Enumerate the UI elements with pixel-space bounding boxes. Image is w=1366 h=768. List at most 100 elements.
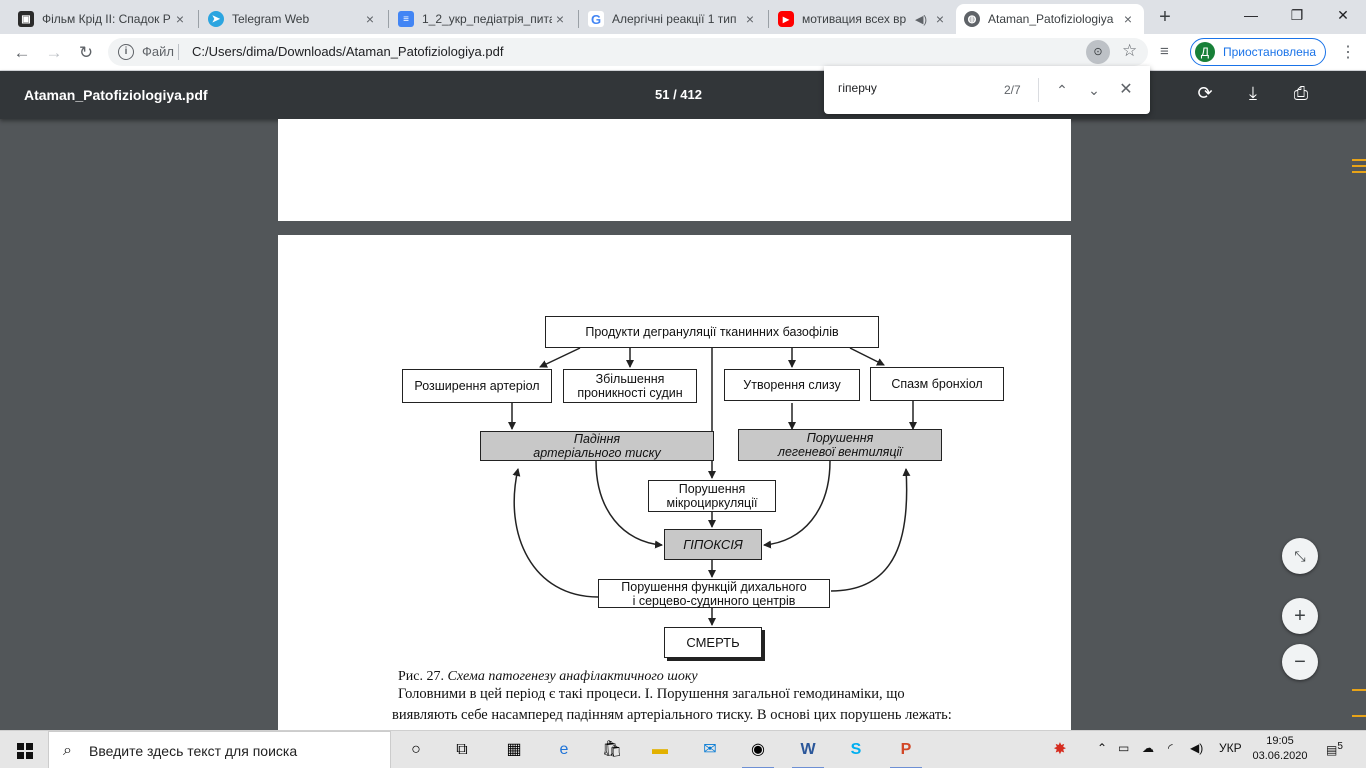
taskbar-search[interactable]: ⌕ Введите здесь текст для поиска (48, 731, 391, 768)
zoom-icon[interactable]: ⊙ (1086, 40, 1110, 64)
permeability-box: Збільшення проникності судин (563, 369, 697, 403)
tab-label: Telegram Web (232, 12, 310, 26)
search-icon: ⌕ (63, 742, 72, 759)
edge-icon[interactable]: e (559, 741, 569, 758)
tab-separator (388, 10, 389, 28)
profile-button[interactable]: Д Приостановлена (1190, 38, 1326, 66)
reload-button[interactable]: ↻ (78, 43, 94, 62)
close-icon[interactable]: × (1123, 11, 1133, 27)
tab-label: мотивация всех вр (802, 12, 907, 26)
minimize-button[interactable]: — (1244, 7, 1258, 23)
show-hidden-icons[interactable]: ⌃ (1097, 741, 1108, 755)
zoom-out-button[interactable]: − (1282, 644, 1318, 680)
find-count: 2/7 (1004, 83, 1021, 97)
download-icon[interactable]: ⤓ (1249, 83, 1257, 103)
start-button[interactable] (0, 731, 48, 768)
page-indicator[interactable]: 51 / 412 (655, 87, 702, 102)
tab-pdf-active[interactable]: ◍ Ataman_Patofiziologiya × (956, 4, 1144, 34)
tab-label: Алергічні реакції 1 тип (612, 12, 737, 26)
body-text-line: Головними в цей період є такі процеси. І… (398, 686, 905, 702)
tab-separator (768, 10, 769, 28)
url-text[interactable]: C:/Users/dima/Downloads/Ataman_Patofizio… (192, 44, 504, 59)
speaker-icon[interactable]: ◀) (914, 13, 928, 26)
mail-icon[interactable]: ✉ (703, 741, 717, 758)
volume-icon[interactable]: ◀) (1190, 741, 1204, 755)
store-icon[interactable]: 🛍 (601, 741, 623, 758)
hypoxia-box: ГІПОКСІЯ (664, 529, 762, 560)
close-icon[interactable]: × (745, 11, 755, 27)
clock-date: 03.06.2020 (1252, 750, 1308, 762)
onedrive-icon[interactable]: ☁ (1142, 741, 1154, 755)
reading-list-icon[interactable]: ≡ (1160, 43, 1169, 60)
tab-docs[interactable]: ≡ 1_2_укр_педіатрія_пита × (390, 4, 576, 34)
docs-icon: ≡ (398, 11, 414, 27)
tab-telegram[interactable]: ➤ Telegram Web × (200, 4, 386, 34)
tab-film[interactable]: ▣ Фільм Крід II: Спадок Р × (10, 4, 196, 34)
find-previous-button[interactable]: ⌃ (1056, 82, 1068, 98)
battery-icon[interactable]: ▭ (1118, 741, 1130, 755)
find-match-marker (1352, 689, 1366, 691)
box-line: артеріального тиску (533, 446, 661, 460)
skype-icon[interactable]: S (850, 741, 862, 758)
box-line: легеневої вентиляції (777, 445, 903, 459)
caption-title: Схема патогенезу анафілактичного шоку (447, 669, 698, 684)
close-icon[interactable]: × (365, 11, 375, 27)
close-icon[interactable]: × (935, 11, 945, 27)
address-bar[interactable]: i Файл C:/Users/dima/Downloads/Ataman_Pa… (108, 38, 1148, 66)
search-placeholder: Введите здесь текст для поиска (89, 743, 298, 759)
box-line: Порушення (806, 431, 874, 445)
bronchospasm-box: Спазм бронхіол (870, 367, 1004, 401)
windows-icon (17, 743, 33, 759)
tab-youtube[interactable]: ▶ мотивация всех вр ◀) × (770, 4, 956, 34)
google-icon: G (588, 11, 604, 27)
cortana-icon[interactable]: ○ (411, 741, 421, 758)
tab-strip: ▣ Фільм Крід II: Спадок Р × ➤ Telegram W… (0, 0, 1366, 34)
find-input[interactable] (838, 81, 998, 95)
language-indicator[interactable]: УКР (1219, 741, 1242, 755)
close-window-button[interactable]: ✕ (1337, 7, 1349, 23)
tab-separator (578, 10, 579, 28)
scheme-label: Файл (142, 44, 174, 59)
rotate-icon[interactable]: ⟳ (1197, 83, 1213, 103)
close-icon[interactable]: × (175, 11, 185, 27)
clock-time: 19:05 (1266, 735, 1294, 747)
find-match-marker (1352, 715, 1366, 717)
diagram-arrows (508, 347, 917, 626)
tab-label: Фільм Крід II: Спадок Р (42, 12, 171, 26)
print-icon[interactable]: ⎙ (1293, 83, 1309, 103)
back-button[interactable]: ← (13, 43, 31, 62)
zoom-in-button[interactable]: + (1282, 598, 1318, 634)
tab-google[interactable]: G Алергічні реакції 1 тип × (580, 4, 766, 34)
wifi-icon[interactable]: ◜ (1168, 741, 1173, 755)
find-bar: 2/7 ⌃ ⌄ ✕ (824, 66, 1150, 114)
fit-page-button[interactable]: ⤡ (1282, 538, 1318, 574)
pdf-filename: Ataman_Patofiziologiya.pdf (24, 87, 208, 103)
antivirus-icon[interactable]: ✸ (1053, 741, 1067, 758)
globe-icon: ◍ (964, 11, 980, 27)
close-icon[interactable]: × (555, 11, 565, 27)
center-dysfunction-box: Порушення функцій дихального і серцево-с… (598, 579, 830, 608)
system-clock[interactable]: 19:05 03.06.2020 (1252, 734, 1308, 764)
info-icon[interactable]: i (118, 44, 134, 60)
star-icon[interactable]: ☆ (1122, 41, 1138, 60)
pathogenesis-diagram: Продукти дегрануляції тканинних базофілі… (278, 235, 1071, 730)
new-tab-button[interactable]: + (1159, 6, 1171, 28)
scrollbar[interactable] (1352, 119, 1366, 730)
menu-icon[interactable]: ⋮ (1340, 44, 1356, 61)
forward-button[interactable]: → (45, 43, 63, 62)
find-close-button[interactable]: ✕ (1119, 81, 1133, 98)
notifications-icon[interactable]: ▤5 (1326, 741, 1343, 757)
word-icon[interactable]: W (788, 735, 828, 768)
find-next-button[interactable]: ⌄ (1088, 82, 1100, 98)
box-line: і серцево-судинного центрів (632, 593, 796, 608)
task-view-icon[interactable]: ⧉ (456, 741, 468, 758)
tab-label: Ataman_Patofiziologiya (988, 12, 1114, 26)
browser-toolbar: ← → ↻ i Файл C:/Users/dima/Downloads/Ata… (0, 34, 1366, 71)
arteriole-dilation-box: Розширення артеріол (402, 369, 552, 403)
file-explorer-icon[interactable]: ▬ (652, 741, 668, 758)
chrome-icon[interactable]: ◉ (738, 735, 778, 768)
powerpoint-icon[interactable]: P (886, 735, 926, 768)
calculator-icon[interactable]: ▦ (506, 741, 522, 758)
find-match-marker (1352, 159, 1366, 161)
maximize-button[interactable]: ❐ (1290, 7, 1304, 23)
